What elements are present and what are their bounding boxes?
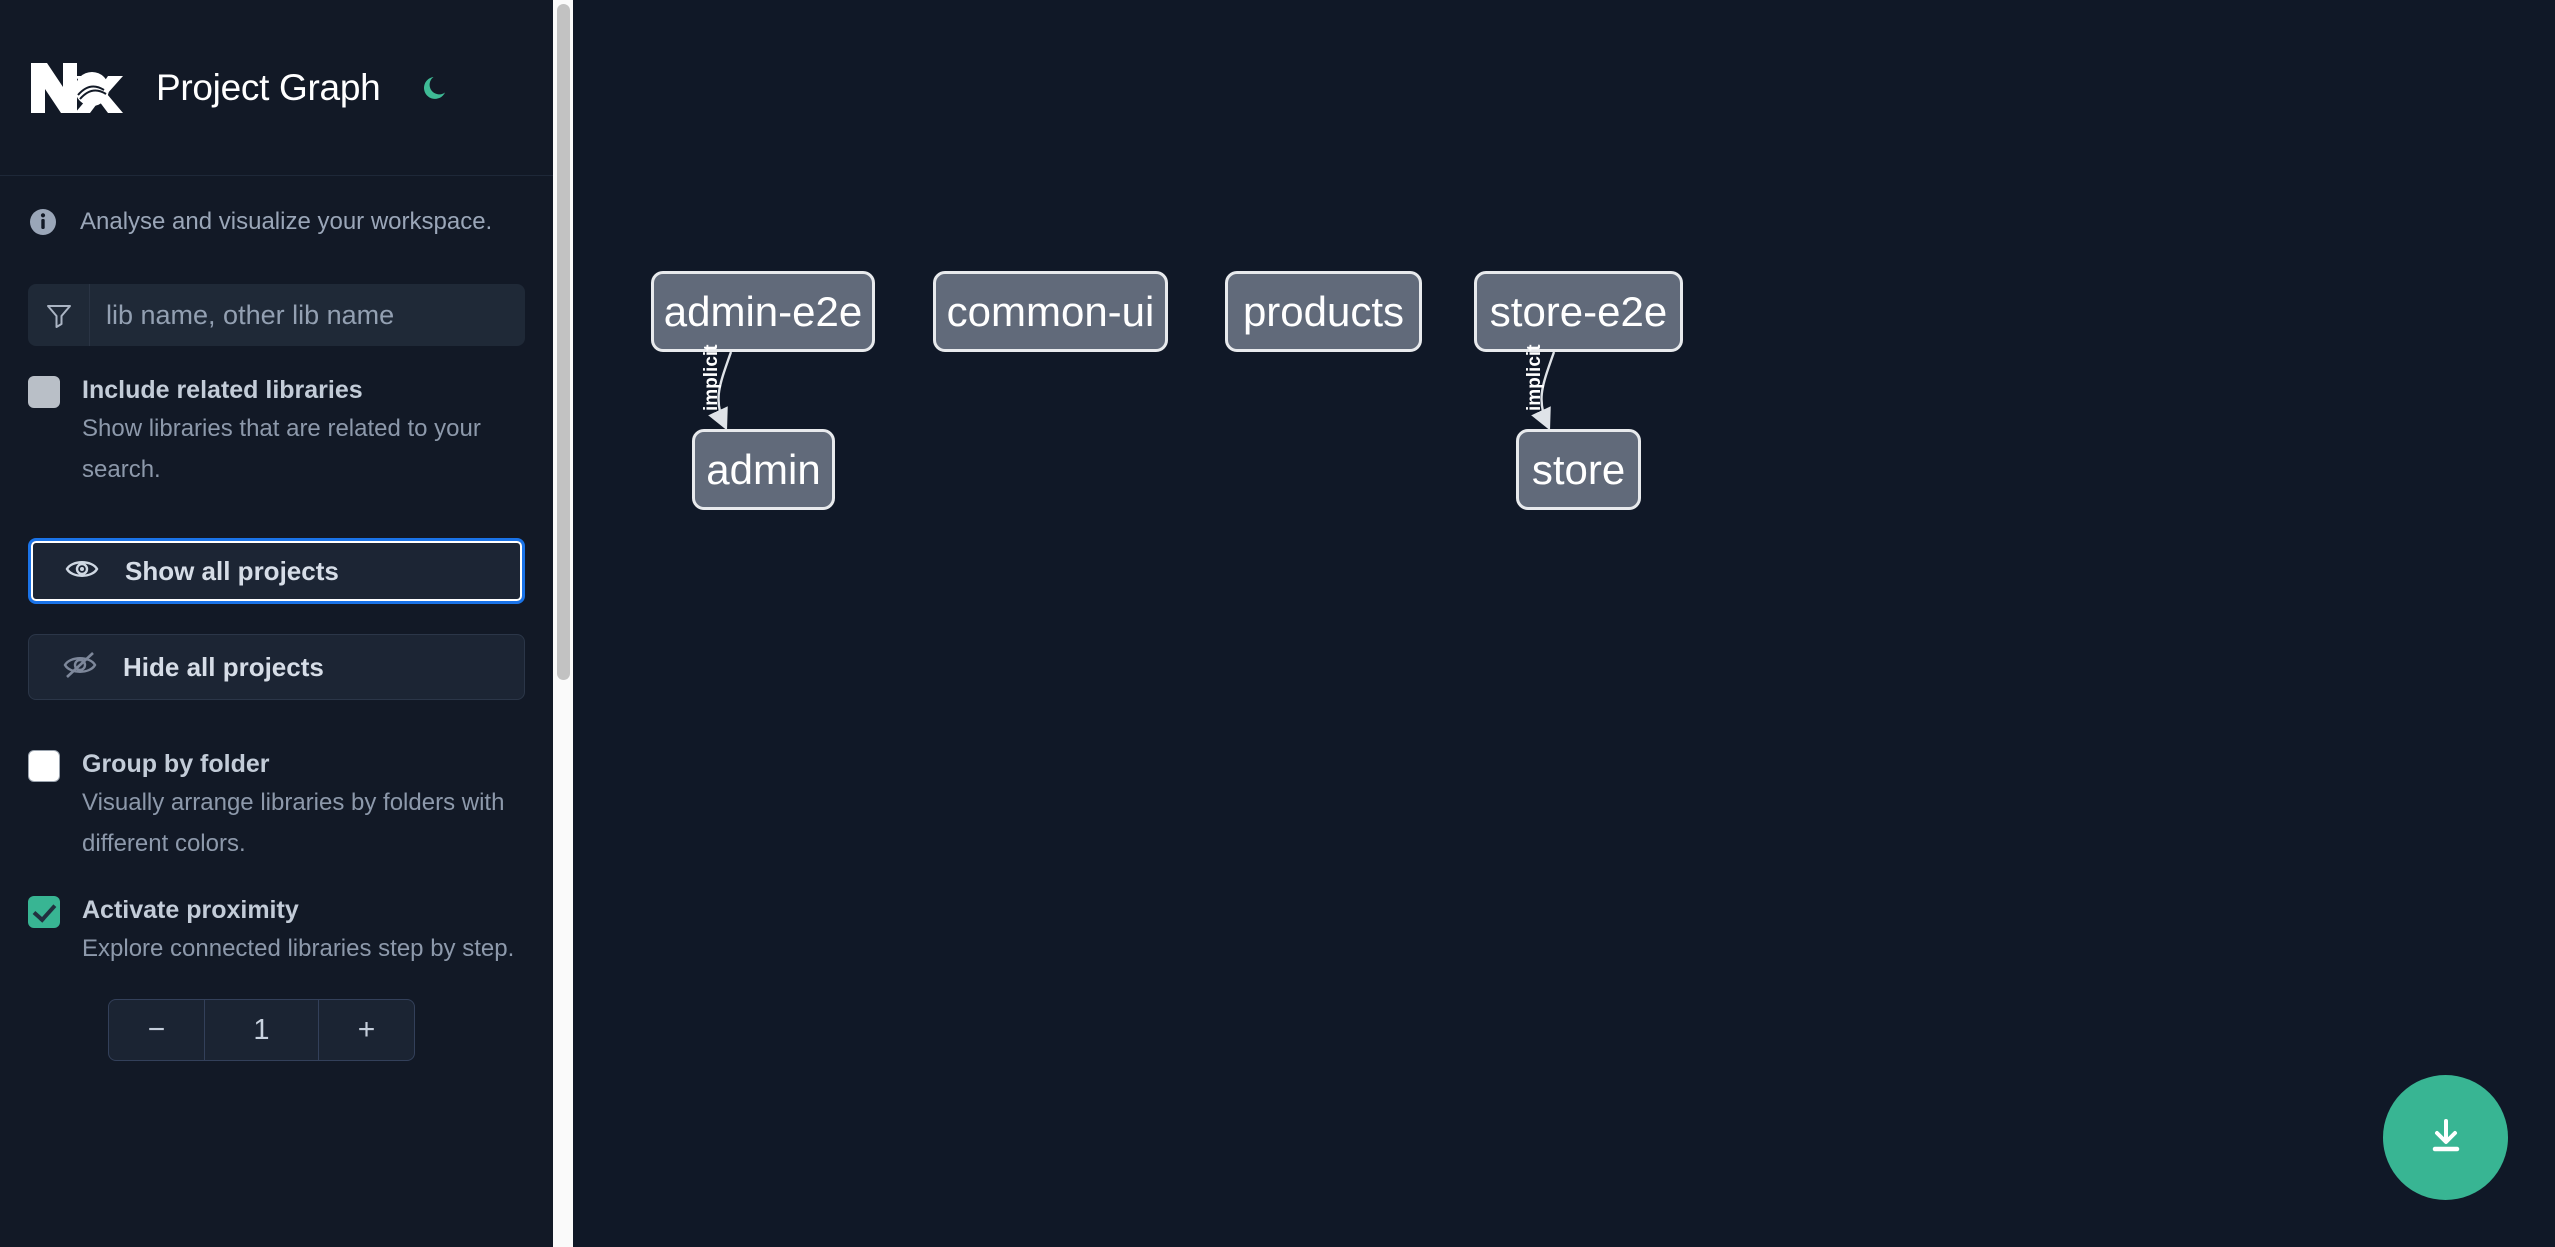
workspace-description: Analyse and visualize your workspace. <box>0 176 553 268</box>
include-related-libraries-checkbox[interactable] <box>28 376 60 408</box>
option-activate-proximity[interactable]: Activate proximity Explore connected lib… <box>0 892 553 969</box>
graph-node-store-e2e[interactable]: store-e2e <box>1474 271 1683 352</box>
option-include-related-libraries[interactable]: Include related libraries Show libraries… <box>0 372 553 490</box>
group-by-folder-label: Group by folder <box>82 750 270 778</box>
project-graph-canvas[interactable]: admin-e2e common-ui products store-e2e a… <box>553 0 2555 1247</box>
moon-icon[interactable] <box>416 68 456 108</box>
sidebar: Project Graph Analyse and visualize your… <box>0 0 553 1247</box>
group-by-folder-checkbox[interactable] <box>28 750 60 782</box>
graph-node-common-ui[interactable]: common-ui <box>933 271 1168 352</box>
description-text: Analyse and visualize your workspace. <box>80 208 493 235</box>
proximity-value[interactable]: 1 <box>253 1013 270 1046</box>
hide-all-projects-button[interactable]: Hide all projects <box>28 634 525 700</box>
option-group-by-folder[interactable]: Group by folder Visually arrange librari… <box>0 746 553 864</box>
eye-off-icon <box>63 648 97 687</box>
activate-proximity-description: Explore connected libraries step by step… <box>82 935 515 962</box>
proximity-stepper: − 1 + <box>108 999 415 1061</box>
graph-node-admin-e2e[interactable]: admin-e2e <box>651 271 875 352</box>
show-all-projects-label: Show all projects <box>125 555 339 586</box>
edge-admin-e2e-admin <box>708 351 733 431</box>
hide-all-projects-label: Hide all projects <box>123 651 324 682</box>
sidebar-header: Project Graph <box>0 0 553 176</box>
graph-edges <box>708 351 1556 431</box>
graph-node-products[interactable]: products <box>1225 271 1422 352</box>
search-input[interactable] <box>90 284 525 346</box>
download-icon <box>2424 1113 2468 1162</box>
search-box[interactable] <box>28 284 525 346</box>
page-title: Project Graph <box>156 66 381 108</box>
filter-icon[interactable] <box>28 284 90 346</box>
info-icon <box>28 207 58 237</box>
edge-label-store-implicit: implicit <box>1524 344 1545 411</box>
search-area <box>0 284 553 346</box>
download-image-button[interactable] <box>2383 1075 2508 1200</box>
sidebar-scrollbar-track[interactable] <box>553 0 573 1247</box>
activate-proximity-label: Activate proximity <box>82 896 299 924</box>
proximity-increment-button[interactable]: + <box>318 1000 414 1060</box>
edge-store-e2e-store <box>1531 351 1556 431</box>
eye-icon <box>65 552 99 591</box>
show-all-projects-button[interactable]: Show all projects <box>28 538 525 604</box>
sidebar-scrollbar-thumb[interactable] <box>557 4 570 680</box>
include-related-libraries-label: Include related libraries <box>82 376 363 404</box>
group-by-folder-description: Visually arrange libraries by folders wi… <box>82 789 505 857</box>
proximity-decrement-button[interactable]: − <box>109 1000 205 1060</box>
edge-label-admin-implicit: implicit <box>701 344 722 411</box>
activate-proximity-checkbox[interactable] <box>28 896 60 928</box>
include-related-libraries-description: Show libraries that are related to your … <box>82 415 481 483</box>
graph-node-store[interactable]: store <box>1516 429 1641 510</box>
nx-logo-icon <box>28 59 124 117</box>
graph-node-admin[interactable]: admin <box>692 429 835 510</box>
